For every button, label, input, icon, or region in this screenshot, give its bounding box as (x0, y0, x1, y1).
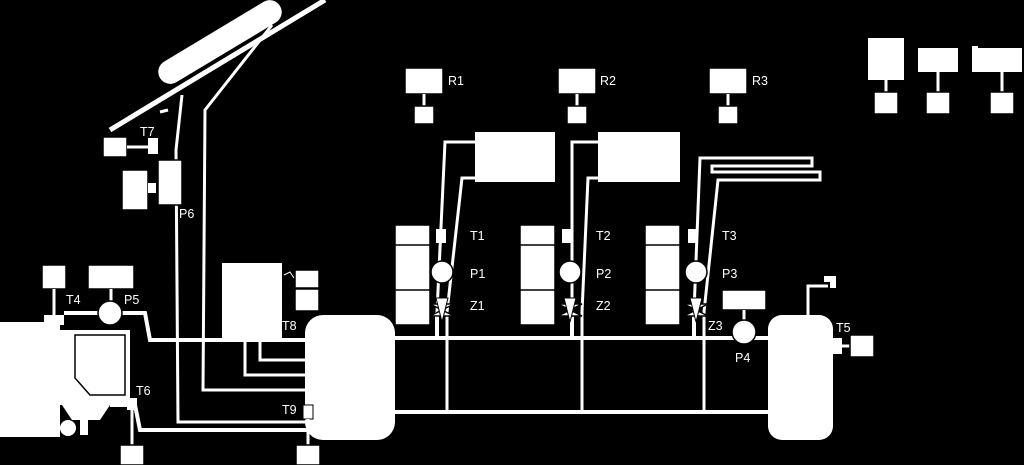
p5-pump: P5 (64, 293, 310, 342)
t9-label: T9 (282, 403, 297, 417)
t6-sensor-group: T6 (110, 384, 310, 465)
circuit-3: R3 T3 P3 Z3 (644, 67, 822, 333)
p6-label: P6 (179, 207, 194, 221)
solar-collector (108, 0, 327, 133)
p2-label: P2 (596, 267, 611, 281)
t4-label: T4 (66, 293, 81, 307)
buffer-tank: T9 (282, 315, 395, 465)
p3-label: P3 (722, 267, 737, 281)
t4-sensor-group: T4 (41, 264, 135, 315)
t7-label: T7 (140, 125, 155, 139)
device-legend (868, 38, 1022, 115)
r3-label: R3 (752, 74, 768, 88)
z3-label: Z3 (708, 319, 723, 333)
p4-pump: P4 (731, 310, 757, 365)
pellet-hopper (74, 334, 126, 396)
p4-label: P4 (735, 351, 750, 365)
p6-pump-station: P6 (121, 159, 194, 221)
p5-label: P5 (124, 293, 139, 307)
t5-label: T5 (836, 321, 851, 335)
distribution-pipes (395, 312, 770, 414)
z1-label: Z1 (470, 299, 485, 313)
tap-icon (806, 276, 836, 315)
circuit-1: R1 T1 P1 Z1 (394, 67, 555, 326)
z2-label: Z2 (596, 299, 611, 313)
r1-label: R1 (448, 74, 464, 88)
floor-heating-loop (692, 156, 822, 313)
t3-label: T3 (722, 229, 737, 243)
controller: T8 (222, 263, 320, 377)
hot-water-tank: T5 (768, 276, 875, 440)
p1-label: P1 (470, 267, 485, 281)
r2-label: R2 (600, 74, 616, 88)
t6-label: T6 (136, 384, 151, 398)
circuit-2: R2 T2 P2 Z2 (519, 67, 680, 326)
t2-label: T2 (596, 229, 611, 243)
t1-label: T1 (470, 229, 485, 243)
solar-pipes (159, 24, 310, 424)
t7-sensor-group: T7 (102, 125, 158, 158)
t8-label: T8 (282, 319, 297, 333)
